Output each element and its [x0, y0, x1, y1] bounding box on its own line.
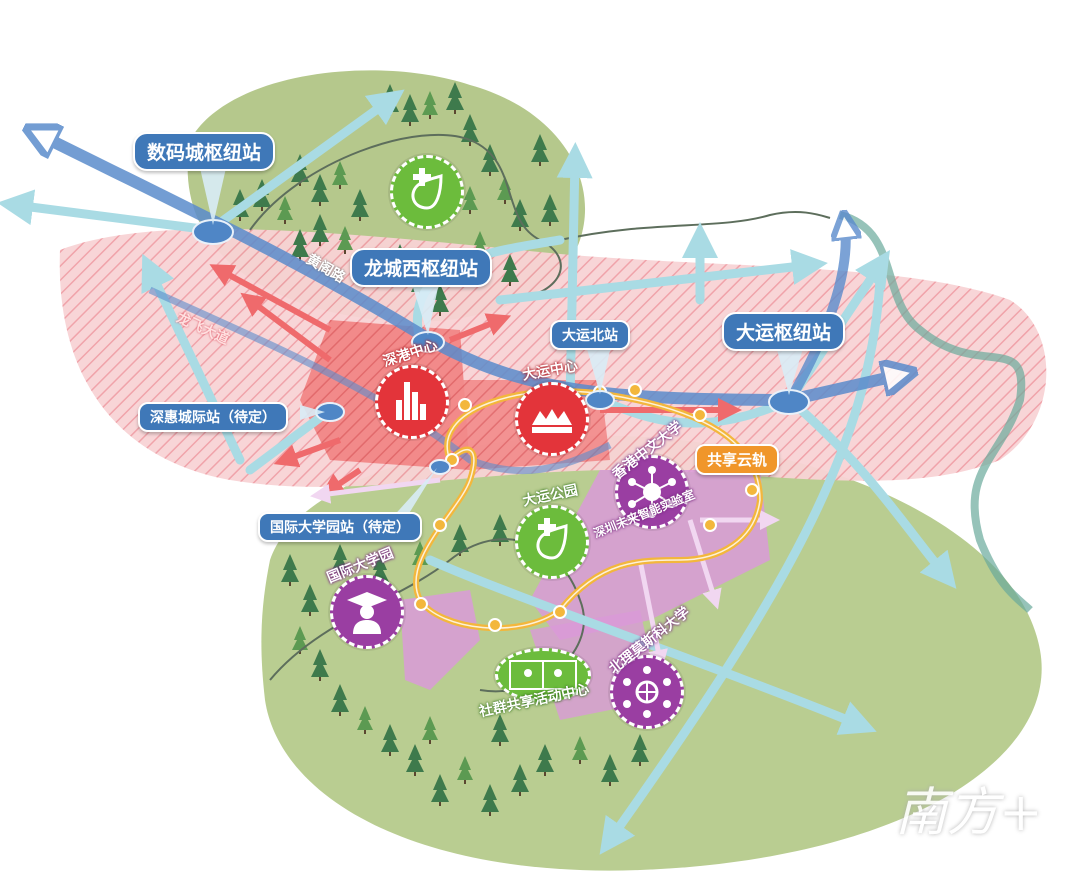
- rail-label[interactable]: 共享云轨: [695, 444, 780, 475]
- skyline-icon: [396, 382, 426, 420]
- leaf-cross-icon: [536, 518, 568, 560]
- dayun-center-icon[interactable]: [515, 382, 589, 456]
- leaf-cross-icon: [411, 168, 443, 210]
- west-corridor: [148, 286, 612, 475]
- station-label-shenhui[interactable]: 深惠城际站（待定）: [138, 402, 288, 432]
- stadium-icon: [532, 409, 572, 433]
- sports-icon: [509, 660, 577, 690]
- purple-zone-west: [400, 590, 480, 690]
- purple-zone-east: [530, 470, 770, 640]
- community-center-icon[interactable]: [495, 648, 591, 702]
- shengang-center-icon[interactable]: [375, 365, 449, 439]
- station-label-dayun-hub[interactable]: 大运枢纽站: [722, 312, 846, 351]
- dayun-park-icon[interactable]: [515, 505, 589, 579]
- globe-network-icon: [623, 666, 671, 718]
- park-north-icon[interactable]: [390, 155, 464, 229]
- hub-nodes: [192, 219, 810, 475]
- station-label-intl-univ[interactable]: 国际大学园站（待定）: [258, 512, 422, 542]
- station-label-shuma[interactable]: 数码城枢纽站: [133, 132, 276, 171]
- connector-east: [559, 211, 831, 241]
- east-corridor: [785, 225, 846, 403]
- station-label-dayun-north[interactable]: 大运北站: [550, 320, 630, 350]
- intl-univ-park-icon[interactable]: [330, 575, 404, 649]
- network-icon: [628, 466, 676, 518]
- station-label-longcheng-west[interactable]: 龙城西枢纽站: [350, 248, 493, 287]
- graduate-icon: [347, 592, 387, 634]
- cuhk-icon[interactable]: [615, 455, 689, 529]
- watermark-logo: 南方+: [895, 783, 1043, 843]
- mos-univ-icon[interactable]: [610, 655, 684, 729]
